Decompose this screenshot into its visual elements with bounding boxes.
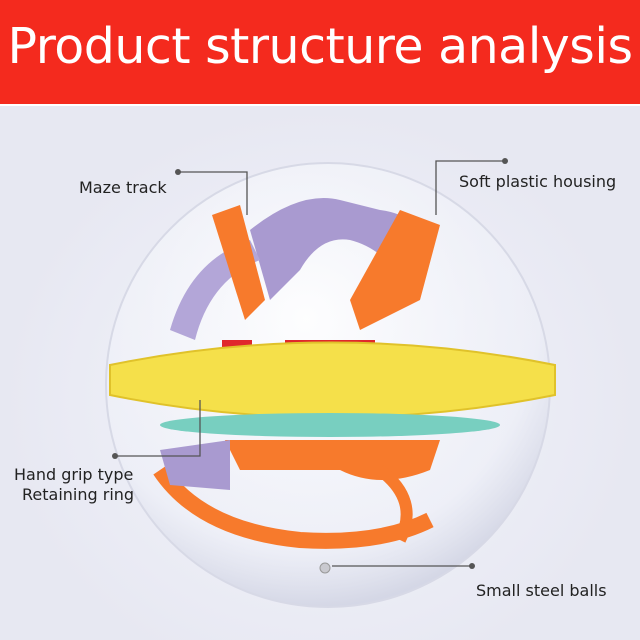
ring-leader [115,400,201,457]
teal-under [160,413,500,437]
orange-track-right [350,210,440,330]
maze-track-label: Maze track [79,178,167,197]
purple-track-lower [160,440,230,490]
housing-leader [435,160,505,215]
yellow-retaining-ring [109,341,556,419]
title-banner: Product structure analysis [0,0,640,106]
steel-ball [319,562,331,574]
orange-curve [376,465,413,543]
purple-track [250,198,430,300]
maze-track-dot [175,169,181,175]
ring-label-line2: Retaining ring [22,485,135,504]
balls-label: Small steel balls [476,581,607,600]
ring-label-line1: Hand grip type [14,465,134,484]
balls-dot [469,563,475,569]
housing-label: Soft plastic housing [459,172,617,191]
housing-dot [502,158,508,164]
ring-dot [112,453,118,459]
maze-track-leader [178,171,248,215]
orange-track-left [212,205,265,320]
orange-loop [153,465,434,549]
page-title: Product structure analysis [7,18,633,75]
